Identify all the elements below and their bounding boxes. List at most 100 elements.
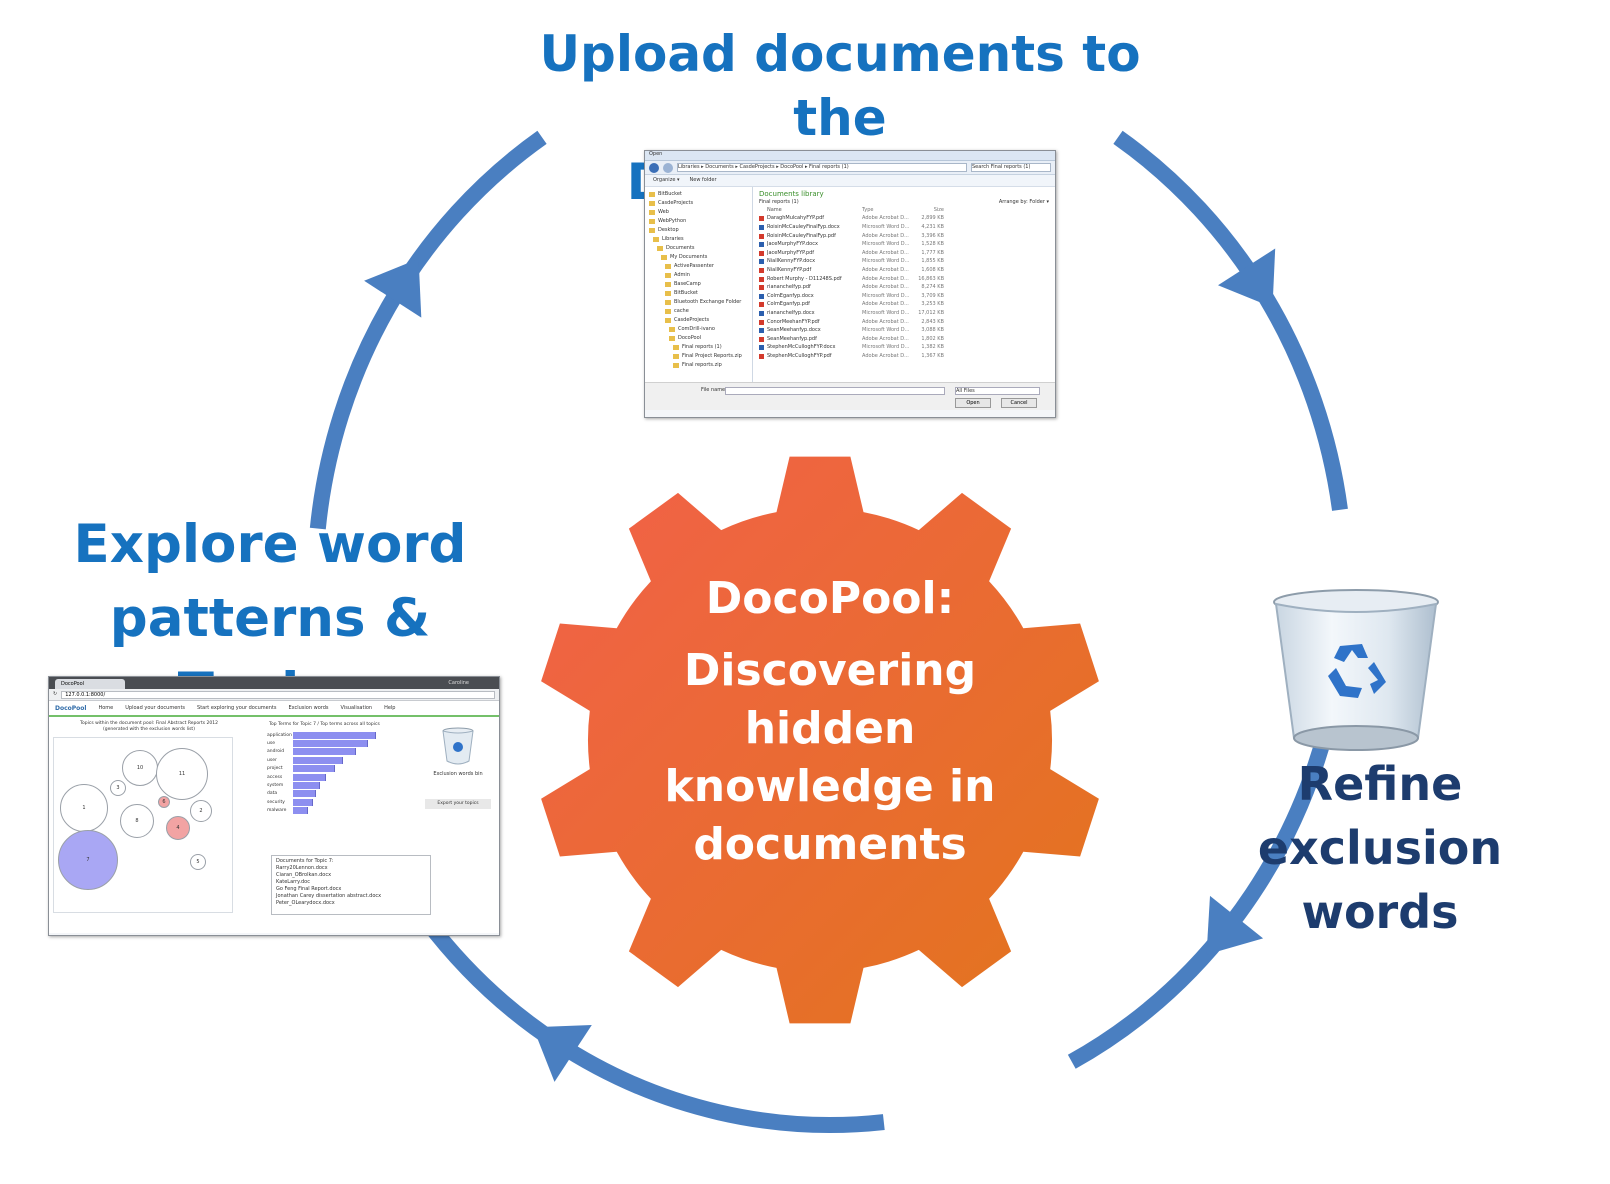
folder-tree-item: Bluetooth Exchange Folder	[649, 298, 748, 307]
term-bar	[293, 773, 326, 781]
folder-icon	[669, 336, 675, 341]
folder-icon	[665, 300, 671, 305]
file-type: Adobe Acrobat D...	[862, 318, 909, 325]
file-type: Adobe Acrobat D...	[862, 301, 909, 308]
topic-bubble: 7	[58, 830, 118, 890]
word-file-icon	[759, 345, 764, 351]
term-bar-row: use	[267, 739, 407, 748]
file-size: 3,253 KB	[921, 301, 944, 308]
library-subtitle: Final reports (1)	[759, 199, 799, 205]
folder-name: My Documents	[670, 254, 708, 260]
folder-icon	[649, 210, 655, 215]
pdf-file-icon	[759, 276, 764, 282]
topic-bubble: 2	[190, 800, 212, 822]
topic-bubble: 11	[156, 748, 208, 800]
exclusion-bin-label: Exclusion words bin	[433, 771, 483, 777]
term-label: project	[267, 766, 283, 772]
cancel-button: Cancel	[1001, 398, 1037, 408]
file-type: Microsoft Word D...	[862, 258, 910, 265]
folder-icon	[649, 201, 655, 206]
folder-tree-item: WebPython	[649, 217, 748, 226]
folder-name: Web	[658, 209, 669, 215]
organize-menu: Organize ▾	[653, 177, 680, 183]
exclusion-bin-icon	[442, 727, 474, 765]
topic-bubble: 4	[166, 816, 190, 840]
pdf-file-icon	[759, 319, 764, 325]
file-type: Adobe Acrobat D...	[862, 232, 909, 239]
file-name: StephenMcCulloghFYP.pdf	[767, 352, 832, 359]
topic-bubble: 1	[60, 784, 108, 832]
folder-icon	[665, 318, 671, 323]
term-bar-row: malware	[267, 807, 407, 815]
file-name: RoisinMcCauleyFinalFyp.pdf	[767, 232, 836, 239]
folder-tree-item: Final Project Reports.zip	[649, 352, 748, 361]
word-file-icon	[759, 259, 764, 265]
term-bar-row: data	[267, 790, 407, 798]
file-name: NiallKennyFYP.pdf	[767, 266, 812, 273]
dialog-file-list: Documents library Final reports (1) Arra…	[753, 187, 1055, 382]
term-bar	[293, 748, 356, 756]
center-line-1: Discovering	[683, 645, 977, 696]
term-bar	[293, 790, 316, 798]
folder-name: Admin	[674, 272, 690, 278]
file-size: 16,863 KB	[918, 275, 944, 282]
term-label: use	[267, 741, 275, 747]
gear-cog	[541, 456, 1099, 1024]
word-file-icon	[759, 242, 764, 248]
term-bar	[293, 756, 343, 764]
term-bar-row: system	[267, 781, 407, 790]
bar-caption: Top Terms for Topic 7 / Top terms across…	[269, 722, 380, 727]
refine-title-line-1: Refine exclusion	[1257, 757, 1503, 875]
folder-tree-item: cache	[649, 307, 748, 316]
folder-icon	[649, 219, 655, 224]
topic-document: Jonathan Carey dissertation abstract.doc…	[276, 893, 382, 899]
folder-name: BaseCamp	[674, 281, 701, 287]
term-bar	[293, 731, 376, 739]
bubble-caption: Topics within the document pool: Final A…	[80, 721, 218, 732]
folder-icon	[665, 273, 671, 278]
term-bar-row: project	[267, 765, 407, 773]
folder-icon	[661, 255, 667, 260]
file-name: JaceMurphyFYP.pdf	[767, 249, 815, 256]
arrange-by: Arrange by: Folder ▾	[998, 199, 1049, 205]
file-size: 2,843 KB	[921, 318, 944, 325]
recycle-symbol-icon	[1328, 644, 1386, 698]
file-type: Microsoft Word D...	[862, 223, 910, 230]
export-topics-button: Export your topics	[425, 799, 491, 809]
term-bar-row: security	[267, 798, 407, 806]
file-name-field	[725, 387, 945, 395]
folder-name: CasdeProjects	[674, 317, 710, 323]
term-label: android	[267, 749, 285, 755]
folder-name: cache	[674, 308, 689, 314]
folder-name: ActivePassenter	[674, 263, 714, 269]
dialog-titlebar: Open	[645, 151, 1055, 161]
refine-title-line-2: words	[1301, 885, 1459, 939]
folder-tree-item: CasdeProjects	[649, 199, 748, 208]
file-type: Adobe Acrobat D...	[862, 275, 909, 282]
term-bar-row: user	[267, 756, 407, 764]
gear-text: DocoPool: Discovering hidden knowledge i…	[630, 570, 1030, 874]
file-name: JaceMurphyFYP.docx	[767, 241, 818, 248]
explore-step-title: Explore word patterns & Topics	[20, 508, 520, 730]
file-type: Adobe Acrobat D...	[862, 335, 909, 342]
cycle-arrowhead	[1218, 248, 1276, 308]
file-type: Microsoft Word D...	[862, 241, 910, 248]
browser-user: Caroline	[448, 679, 469, 686]
explore-title-line-1: Explore word	[73, 514, 467, 575]
topic-document: KateLarry.doc	[276, 879, 310, 885]
folder-icon	[673, 345, 679, 350]
refine-step-title: Refine exclusion words	[1170, 752, 1590, 944]
file-size: 1,367 KB	[921, 352, 944, 359]
folder-icon	[665, 282, 671, 287]
folder-tree-item: Final reports.zip	[649, 361, 748, 370]
pdf-file-icon	[759, 353, 764, 359]
dialog-footer: File name: All Files Open Cancel	[645, 382, 1055, 410]
center-line-3: knowledge in	[664, 761, 996, 812]
